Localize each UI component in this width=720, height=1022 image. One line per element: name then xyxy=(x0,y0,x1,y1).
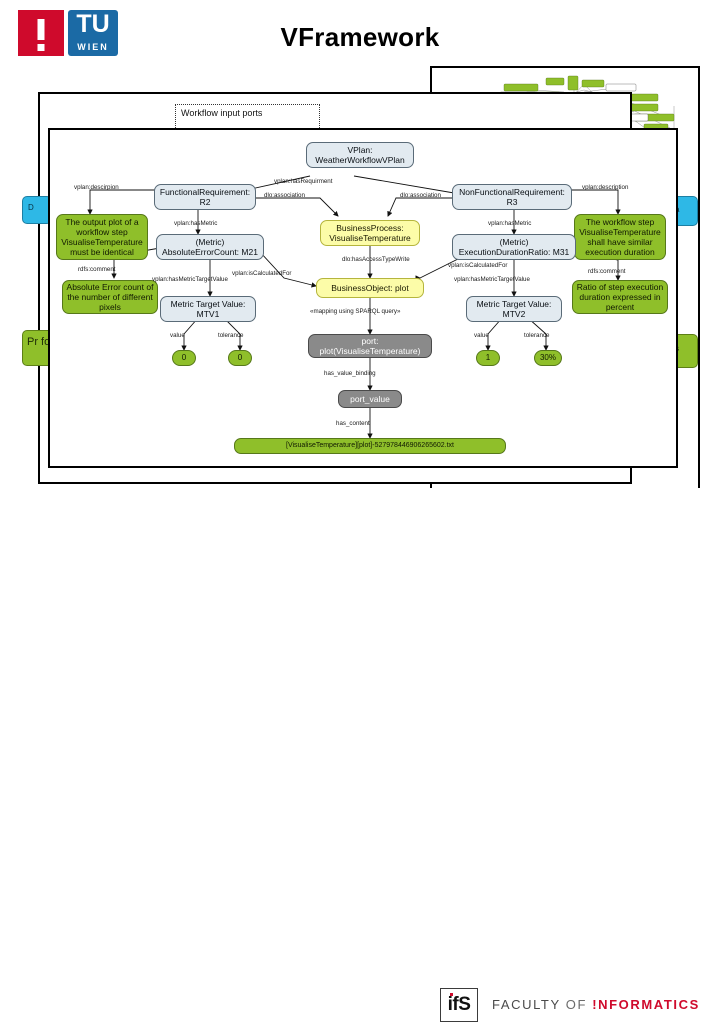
tu-text: TU xyxy=(76,10,110,38)
informatics-word: !NFORMATICS xyxy=(592,997,700,1012)
node-output-file: [VisualiseTemperature][plot]-52797844690… xyxy=(234,438,506,454)
node-mtv2-tolerance: 30% xyxy=(534,350,562,366)
node-mtv2-line1: Metric Target Value: xyxy=(476,299,552,309)
edge-label-calc-for-left: vplan:isCalculatedFor xyxy=(232,270,292,277)
node-vplan-line2: WeatherWorkflowVPlan xyxy=(315,155,405,165)
node-nonfunctional-requirement: NonFunctionalRequirement: R3 xyxy=(452,184,572,210)
node-bizproc-line1: BusinessProcess: xyxy=(336,223,404,233)
node-nfr-line1: NonFunctionalRequirement: xyxy=(459,187,565,197)
node-mtv2-line2: MTV2 xyxy=(502,309,526,319)
edge-label-value-right: value xyxy=(474,332,489,339)
edge-label-has-mtv-left: vplan:hasMetricTargetValue xyxy=(152,276,228,283)
node-business-object: BusinessObject: plot xyxy=(316,278,424,298)
edge-label-has-mtv-right: vplan:hasMetricTargetValue xyxy=(454,276,530,283)
edge-label-calc-for-right: vplan:isCalculatedFor xyxy=(448,262,508,269)
edge-label-has-value-binding: has_value_binding xyxy=(324,370,376,377)
slide: TU WIEN VFramework xyxy=(0,0,720,540)
edge-label-tolerance-right: tolerance xyxy=(524,332,550,339)
node-port-value: port_value xyxy=(338,390,402,408)
edge-label-has-content: has_content xyxy=(336,420,370,427)
edge-label-comment-right: rdfs:comment xyxy=(588,268,626,275)
node-metric-target-value-2: Metric Target Value: MTV2 xyxy=(466,296,562,322)
node-metric1-comment: Absolute Error count of the number of di… xyxy=(62,280,158,314)
faculty-of-informatics: FACULTY OF !NFORMATICS xyxy=(492,997,700,1012)
edge-label-assoc-left: dlo:association xyxy=(264,192,305,199)
node-metric-absolute-error-count: (Metric) AbsoluteErrorCount: M21 xyxy=(156,234,264,260)
ifs-logo: ifS xyxy=(440,988,478,1022)
edge-label-has-metric-left: vplan:hasMetric xyxy=(174,220,218,227)
page-title: VFramework xyxy=(280,22,440,52)
node-metric2-line2: ExecutionDurationRatio: M31 xyxy=(458,247,570,257)
ifs-dot-icon xyxy=(450,993,453,996)
node-metric-target-value-1: Metric Target Value: MTV1 xyxy=(160,296,256,322)
ifs-logo-text: ifS xyxy=(447,994,471,1015)
node-bizproc-line2: VisualiseTemperature xyxy=(329,233,411,243)
workflow-input-ports-label: Workflow input ports xyxy=(181,108,263,118)
wien-text: WIEN xyxy=(77,42,109,52)
node-functional-requirement: FunctionalRequirement: R2 xyxy=(154,184,256,210)
of-word: OF xyxy=(565,997,587,1012)
node-nfr-line2: R3 xyxy=(506,197,518,207)
node-metric-execution-duration-ratio: (Metric) ExecutionDurationRatio: M31 xyxy=(452,234,576,260)
node-fr-line1: FunctionalRequirement: xyxy=(159,187,251,197)
node-mtv1-line2: MTV1 xyxy=(196,309,220,319)
node-metric2-line1: (Metric) xyxy=(499,237,529,247)
tu-wien-logo: TU WIEN xyxy=(18,10,118,56)
edge-label-desc-left: vplan:descirpion xyxy=(74,184,119,191)
edge-label-has-requirement: vplan:hasRequirment xyxy=(274,178,333,185)
node-port-line1: port: xyxy=(361,336,379,346)
node-port: port: plot(VisualiseTemperature) xyxy=(308,334,432,358)
node-mtv1-line1: Metric Target Value: xyxy=(170,299,246,309)
node-nfr-description: The workflow step VisualiseTemperature s… xyxy=(574,214,666,260)
node-metric2-comment: Ratio of step execution duration express… xyxy=(572,280,668,314)
node-metric1-line1: (Metric) xyxy=(195,237,225,247)
node-vplan: VPlan: WeatherWorkflowVPlan xyxy=(306,142,414,168)
edge-label-access-type: dlo:hasAccessTypeWrite xyxy=(342,256,410,263)
edge-label-desc-right: vplan:description xyxy=(582,184,629,191)
node-vplan-line1: VPlan: xyxy=(347,145,373,155)
edge-label-assoc-right: dlo:association xyxy=(400,192,441,199)
edge-label-has-metric-right: vplan:hasMetric xyxy=(488,220,532,227)
edge-label-comment-left: rdfs:comment xyxy=(78,266,116,273)
node-fr-line2: R2 xyxy=(199,197,211,207)
node-business-process: BusinessProcess: VisualiseTemperature xyxy=(320,220,420,246)
node-mtv1-value: 0 xyxy=(172,350,196,366)
node-mtv2-value: 1 xyxy=(476,350,500,366)
node-metric1-line2: AbsoluteErrorCount: M21 xyxy=(162,247,258,257)
ontology-graph: VPlan: WeatherWorkflowVPlan FunctionalRe… xyxy=(48,128,674,464)
edge-label-value-left: value xyxy=(170,332,185,339)
tu-wien-wordmark: TU WIEN xyxy=(68,10,118,56)
edge-label-mapping: «mapping using SPARQL query» xyxy=(310,308,401,315)
edge-label-tolerance-left: tolerance xyxy=(218,332,244,339)
node-fr-description: The output plot of a workflow step Visua… xyxy=(56,214,148,260)
node-mtv1-tolerance: 0 xyxy=(228,350,252,366)
footer: ifS FACULTY OF !NFORMATICS xyxy=(0,488,720,1022)
exclamation-mark-icon xyxy=(18,10,64,56)
node-port-line2: plot(VisualiseTemperature) xyxy=(319,346,421,356)
faculty-word: FACULTY xyxy=(492,997,561,1012)
